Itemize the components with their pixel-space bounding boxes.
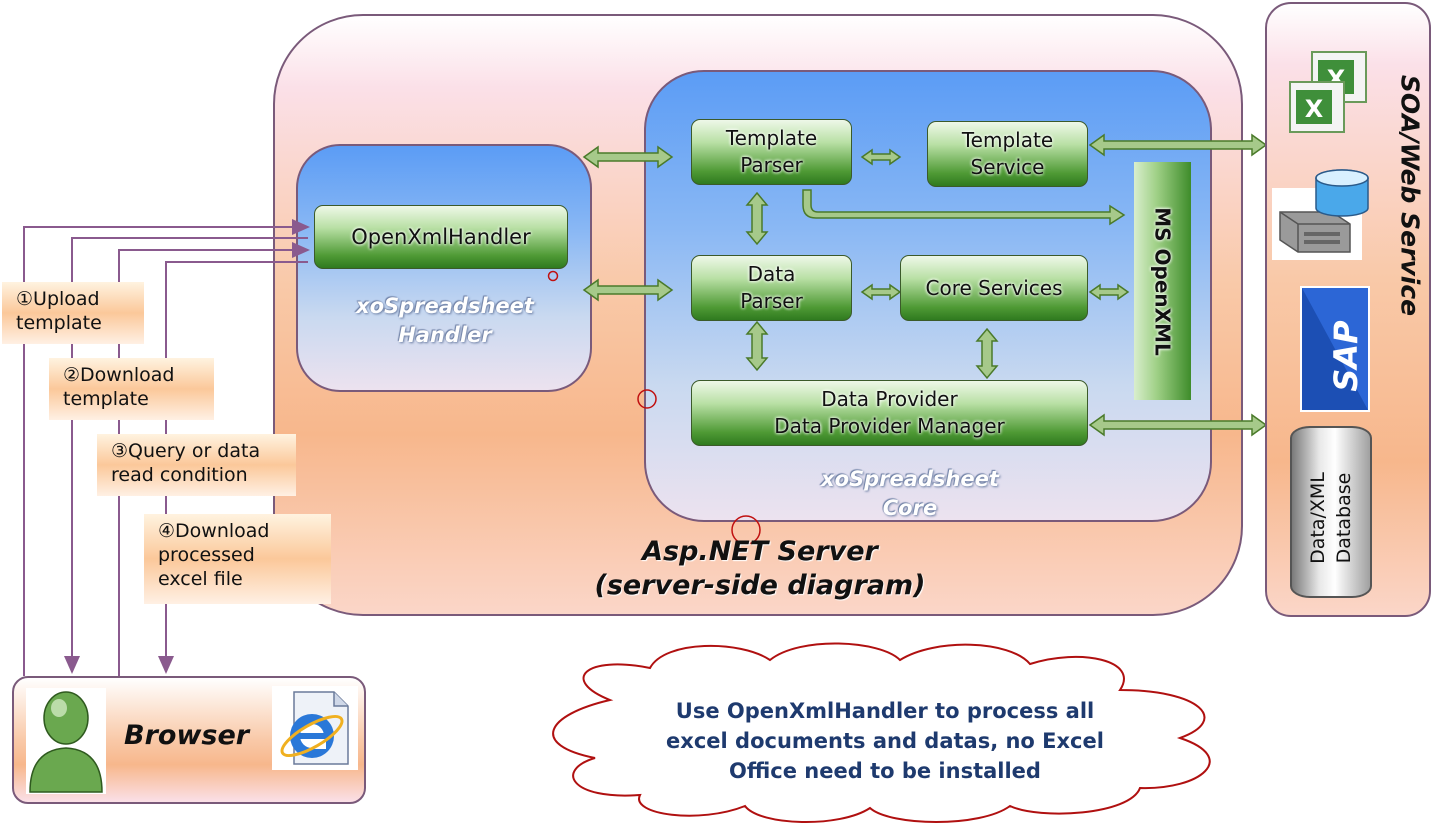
handler-panel-label: xoSpreadsheet Handler [356, 294, 534, 347]
server-title: Asp.NET Server (server-side diagram) [540, 535, 980, 603]
arrow-core-provider [975, 327, 999, 380]
data-provider-label: Data Provider Data Provider Manager [774, 387, 1005, 438]
arrow-parser-service [860, 148, 902, 166]
database-label-text: Data/XML Database [1307, 472, 1355, 564]
server-title-line1: Asp.NET Server [642, 536, 878, 567]
red-marker-large [731, 515, 761, 545]
server-title-line2: (server-side diagram) [594, 570, 926, 601]
svg-text:X: X [1305, 95, 1324, 123]
step-4-download-processed: ④Download processed excel file [144, 514, 331, 604]
arrow-dataparser-core [860, 283, 902, 301]
svg-text:SAP: SAP [1327, 320, 1365, 392]
data-parser-label: Data Parser [740, 262, 803, 313]
database-label: Data/XML Database [1296, 440, 1366, 590]
internet-explorer-icon [272, 686, 358, 770]
openxmlhandler-box: OpenXmlHandler [314, 205, 568, 269]
arrow-templateparser-dataparser [745, 191, 769, 246]
arrow-dataparser-provider [745, 320, 769, 372]
step-3-query-condition: ③Query or data read condition [97, 434, 296, 496]
connector-download-template [64, 237, 308, 674]
sap-logo: SAP [1300, 286, 1370, 412]
arrow-handler-data-parser [582, 278, 674, 302]
excel-files-icon: X X [1289, 51, 1367, 133]
browser-label: Browser [124, 720, 250, 751]
template-service-box: Template Service [927, 121, 1088, 187]
connector-upload [23, 219, 310, 676]
data-xml-database-cylinder [1290, 426, 1372, 598]
template-service-label: Template Service [961, 128, 1054, 179]
data-parser-box: Data Parser [691, 255, 852, 321]
ms-openxml-label: MS OpenXML [1151, 206, 1175, 356]
core-services-box: Core Services [900, 255, 1088, 321]
step-2-download-template: ②Download template [49, 358, 214, 420]
template-parser-box: Template Parser [691, 119, 852, 185]
user-icon [26, 688, 106, 794]
step-1-upload-template: ①Upload template [2, 282, 144, 344]
arrow-core-openxml [1088, 283, 1130, 301]
arrow-parser-openxml [802, 189, 1126, 226]
cloud-note: Use OpenXmlHandler to process all excel … [666, 699, 1104, 783]
red-marker-medium [637, 389, 657, 409]
soa-title-label: SOA/Web Service [1395, 74, 1425, 317]
core-services-label: Core Services [925, 275, 1063, 300]
arrow-handler-template-parser [582, 145, 674, 169]
ms-openxml-box: MS OpenXML [1134, 162, 1191, 400]
data-provider-box: Data Provider Data Provider Manager [691, 380, 1088, 446]
soa-title: SOA/Web Service [1390, 56, 1425, 336]
template-parser-label: Template Parser [725, 126, 818, 177]
core-panel-label: xoSpreadsheet Core [821, 467, 999, 520]
database-server-icon [1272, 169, 1369, 260]
connector-query [118, 242, 310, 676]
red-marker-small [547, 270, 559, 282]
arrow-service-soa [1088, 133, 1268, 157]
cloud-shape [552, 642, 1211, 823]
openxmlhandler-label: OpenXmlHandler [351, 224, 531, 249]
arrow-provider-soa [1088, 413, 1268, 437]
